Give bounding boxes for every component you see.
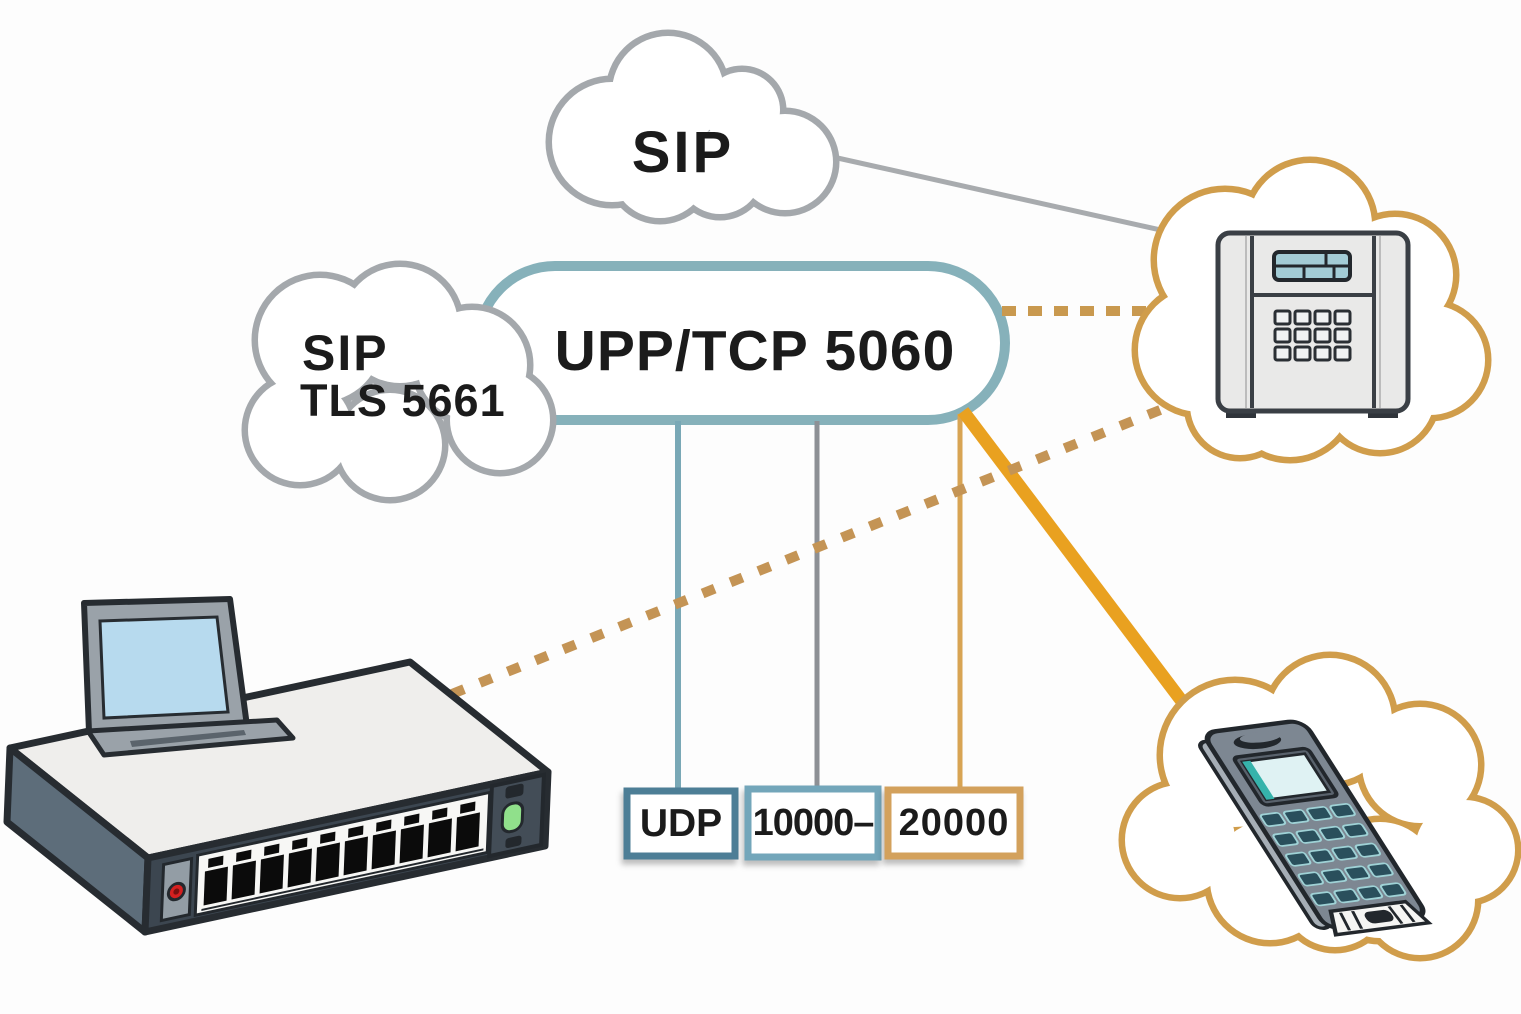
- range-end-box-label: 20000: [898, 801, 1010, 844]
- sip-trunk-pill-label: UPP/TCP 5060: [554, 319, 956, 383]
- mobile-phone-keypad: [1259, 803, 1407, 907]
- pill-to-mobile-line: [957, 407, 1196, 716]
- switch-to-deskphone-dotted-line: [450, 397, 1182, 699]
- mobile-phone-icon: [1198, 719, 1433, 937]
- sip-tls-label-line2: TLS 5661: [300, 375, 506, 426]
- udp-box: [623, 787, 739, 860]
- desk-phone-body: [1215, 230, 1411, 414]
- desk-phone-keypad: [1273, 309, 1352, 362]
- laptop-screen: [98, 615, 230, 720]
- switch-link-led: [500, 801, 525, 834]
- range-end-box: [884, 786, 1024, 860]
- range-start-box: [744, 785, 882, 861]
- switch-ports: [203, 801, 480, 906]
- sip-tls-label-line1: SIP: [302, 325, 389, 381]
- udp-box-label: UDP: [639, 801, 723, 845]
- range-start-box-label: 10000–: [752, 801, 875, 844]
- network-switch-icon: [3, 658, 552, 936]
- desk-phone-icon: [1215, 230, 1411, 418]
- laptop-icon: [81, 596, 296, 758]
- laptop-keyboard-slot: [130, 730, 246, 747]
- sip-to-deskphone-line: [832, 154, 1193, 240]
- sip-tls-cloud: [241, 260, 557, 504]
- sip-cloud: [545, 29, 840, 225]
- sip-cloud-label: SIP: [631, 120, 735, 185]
